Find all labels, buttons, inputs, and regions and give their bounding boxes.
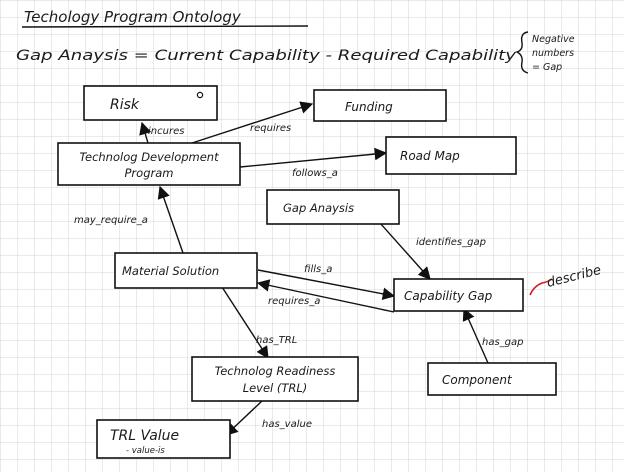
edge-label-requires: requires [250,123,291,134]
annotation-stroke [529,278,553,296]
edge-has-value [225,400,263,436]
edge-has-trl [221,286,269,360]
node-trl-label-line-2: Level (TRL) [243,381,308,395]
edge-has-gap [462,307,489,364]
node-funding-label: Funding [345,100,393,114]
edge-label-incurs: incures [148,126,184,137]
node-funding [313,89,447,122]
edge-follows-a [239,147,388,168]
edge-label-has-trl: has_TRL [256,335,297,346]
node-component [427,362,557,396]
node-risk-label: Risk [110,97,140,113]
node-material-solution [114,252,258,289]
node-tdp-label-line-2: Program [125,166,174,180]
edge-incurs [139,121,152,144]
formula-note-line-2: numbers [532,48,574,59]
edge-label-identifies-gap: identifies_gap [416,237,486,248]
node-road-map [385,136,517,175]
node-tdp-label-line-1: Technolog Development [79,150,219,164]
node-road-map-label: Road Map [400,149,460,163]
title-underline [21,25,309,28]
edge-requires-a [256,279,395,313]
node-gap-analysis [266,189,400,225]
node-component-label: Component [442,373,513,387]
formula-note-line-3: = Gap [532,62,562,73]
edge-requires [191,101,314,144]
edge-label-follows-a: follows_a [292,168,338,179]
edge-label-has-value: has_value [262,419,312,430]
node-technology-readiness-level [191,356,359,402]
edge-label-requires-a: requires_a [268,296,320,307]
edge-identifies-gap [379,222,431,280]
node-trl-value-label: TRL Value [110,428,179,444]
edge-fills-a [257,269,396,301]
node-trl-label-line-1: Technolog Readiness [215,364,336,378]
node-trl-value [96,419,231,459]
node-technology-development-program [57,142,241,186]
risk-small-circle [196,91,204,99]
edge-may-require-a [157,185,184,254]
node-gap-analysis-label: Gap Anaysis [283,201,354,215]
edge-label-has-gap: has_gap [482,337,524,348]
formula-brace [515,31,529,74]
formula-note-line-1: Negative [532,34,575,45]
edge-label-fills-a: fills_a [304,264,332,275]
node-material-solution-label: Material Solution [122,264,219,278]
node-capability-gap-label: Capability Gap [404,289,493,303]
diagram-title: Techology Program Ontology [24,8,242,26]
gap-analysis-formula: Gap Anaysis = Current Capability - Requi… [16,48,517,64]
node-trl-value-sublabel: - value-is [126,446,165,456]
edge-label-may-require-a: may_require_a [74,215,148,226]
node-risk [83,85,218,121]
node-capability-gap [393,278,524,312]
